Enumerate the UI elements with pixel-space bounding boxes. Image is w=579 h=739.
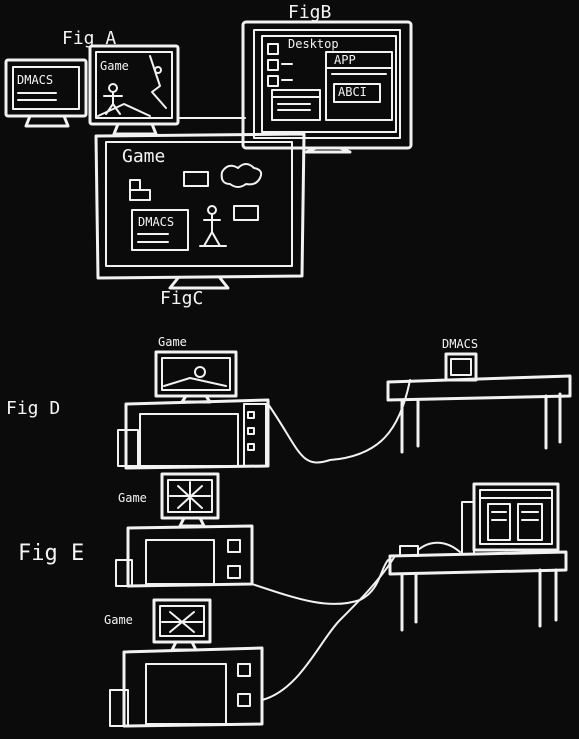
fig-a-left-screen-label: DMACS [17,73,53,87]
cloud-icon [220,163,263,188]
fig-e-bottom-monitor [152,598,212,644]
desktop-file-icon [267,43,279,55]
game-platform [233,205,259,221]
fig-e: Fig E Game Game [18,472,568,728]
fig-c-monitor [94,132,306,280]
fig-e-bottom-desk [122,646,264,728]
fig-d-right-label: DMACS [442,337,478,351]
fig-c-dmacs-window [131,209,189,251]
player-icon [207,205,217,215]
fig-b-app-text: ABCI [338,85,367,99]
fig-c-stand [168,276,230,290]
fig-d-tower [117,429,139,467]
desktop-file-icon [267,59,279,71]
fig-b-monitor [241,20,413,150]
fig-e-top-cable [251,559,389,606]
game-platform [183,171,209,187]
fig-c-screen-title: Game [122,146,165,167]
fig-e-caption: Fig E [18,541,84,566]
fig-b-app-label: APP [334,53,356,67]
fig-b: FigB Desktop APP ABCI [241,2,413,154]
fig-b-small-window [271,89,321,121]
fig-c-screen [105,141,293,267]
fig-d-cable [267,379,411,464]
fig-e-top-label: Game [118,491,147,505]
fig-a-caption: Fig A [62,28,116,49]
fig-c-caption: FigC [160,288,203,309]
fig-d-right-desk [386,374,572,402]
fig-e-bottom-cable [261,555,396,701]
fig-e-right-tower [461,501,475,555]
fig-c-window-label: DMACS [138,215,174,229]
fig-b-screen [253,29,401,139]
fig-e-bottom-label: Game [104,613,133,627]
fig-a-right-monitor: Game [88,44,180,136]
fig-b-stand [304,146,352,154]
fig-c: Game DMACS FigC [94,132,306,309]
fig-e-right-monitor [472,482,560,552]
fig-a: Fig A DMACS Game [4,28,180,136]
fig-e-top-monitor [160,472,220,520]
fig-b-caption: FigB [288,2,331,23]
fig-d-left-label: Game [158,335,187,349]
fig-a-left-monitor: DMACS [4,58,88,128]
fig-d-caption: Fig D [6,398,60,419]
fig-a-right-screen-label: Game [100,59,129,73]
desktop-file-icon [267,75,279,87]
fig-e-bottom-tower [109,689,129,727]
fig-d-right-monitor [444,352,478,382]
fig-d-left-desk [124,398,270,470]
fig-e-top-tower [115,559,133,587]
fig-b-app-window [325,51,393,121]
fig-d-desk-drawers [243,403,267,467]
fig-e-right-desk [388,550,568,576]
fig-d: Fig D Game DMACS [6,335,572,470]
fig-b-desktop-label: Desktop [288,37,339,51]
fig-d-left-monitor [154,350,238,398]
